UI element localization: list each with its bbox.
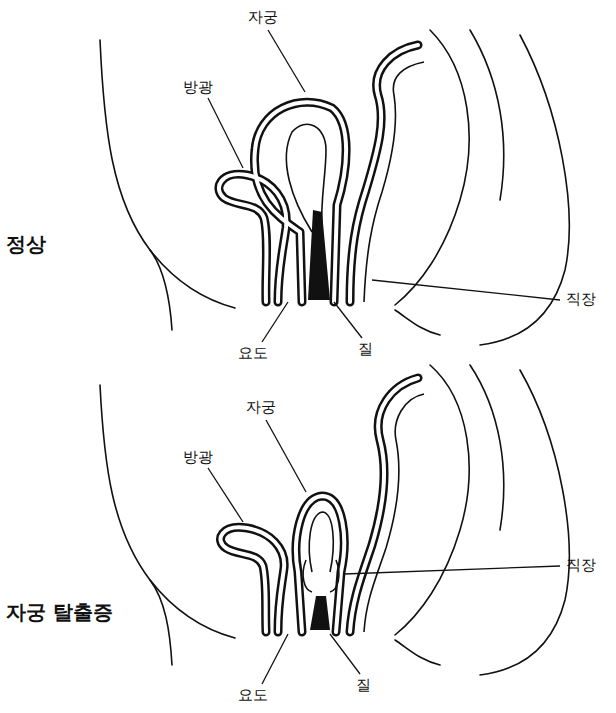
organ-walls-outer bbox=[219, 45, 418, 632]
organ-label: 요도 bbox=[238, 344, 268, 362]
vagina-fill bbox=[308, 210, 330, 630]
organ-label: 방광 bbox=[183, 78, 213, 96]
leader-lines bbox=[208, 30, 560, 684]
panel-label: 자궁 탈출증 bbox=[6, 600, 113, 624]
organ-label: 자궁 bbox=[248, 8, 278, 26]
organ-label: 방광 bbox=[183, 448, 213, 466]
body-outline bbox=[100, 30, 569, 675]
organ-details bbox=[286, 62, 424, 632]
organ-label: 자궁 bbox=[246, 398, 276, 416]
panel-label: 정상 bbox=[6, 232, 46, 256]
organ-label: 질 bbox=[358, 340, 373, 358]
organ-walls-inner bbox=[219, 45, 418, 632]
organ-label: 직장 bbox=[566, 556, 596, 574]
organ-label: 요도 bbox=[238, 686, 268, 704]
organ-label: 질 bbox=[356, 676, 371, 694]
organ-label: 직장 bbox=[566, 290, 596, 308]
